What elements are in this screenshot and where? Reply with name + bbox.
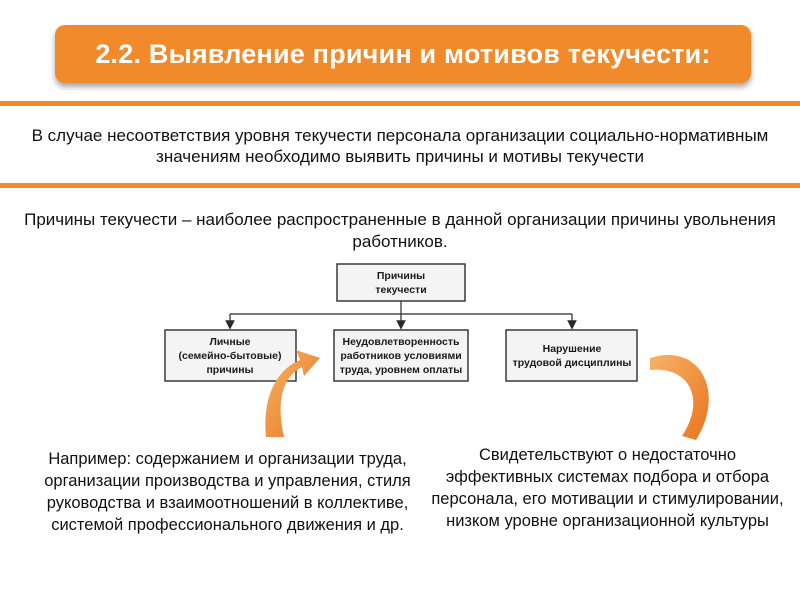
curved-arrow-left (265, 350, 320, 437)
note-right: Свидетельствуют о недостаточно эффективн… (431, 446, 784, 530)
dissatisfaction-line1: Неудовлетворенность (342, 336, 460, 348)
root-label-line2: текучести (375, 284, 426, 296)
note-left: Например: содержанием и организации труд… (44, 450, 411, 534)
intro-paragraph: В случае несоответствия уровня текучести… (31, 126, 769, 166)
personal-line2: (семейно-бытовые) (179, 350, 282, 362)
curved-arrow-right (650, 354, 709, 440)
child-box-discipline (505, 329, 638, 382)
top-divider (0, 101, 800, 106)
bottom-divider (0, 183, 800, 188)
discipline-line1: Нарушение (543, 343, 602, 355)
dissatisfaction-line3: труда, уровнем оплаты (340, 364, 462, 376)
dissatisfaction-line2: работников условиями (340, 350, 461, 362)
personal-line3: причины (206, 364, 253, 376)
child-box-personal (164, 329, 297, 382)
page-title: 2.2. Выявление причин и мотивов текучест… (95, 38, 711, 69)
title-banner: 2.2. Выявление причин и мотивов текучест… (55, 25, 751, 83)
discipline-line2: трудовой дисциплины (513, 357, 632, 369)
definition-paragraph: Причины текучести – наиболее распростран… (24, 210, 776, 251)
personal-line1: Личные (209, 336, 250, 348)
root-label-line1: Причины (377, 270, 425, 282)
child-box-dissatisfaction (333, 329, 469, 382)
